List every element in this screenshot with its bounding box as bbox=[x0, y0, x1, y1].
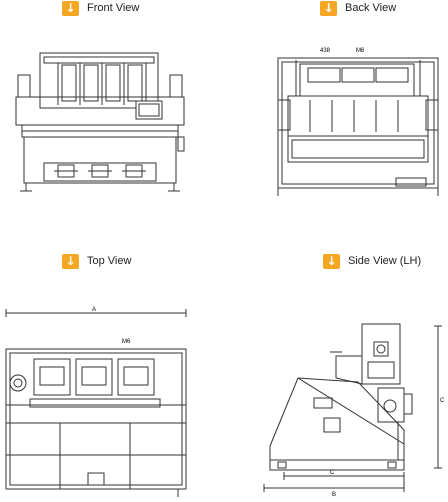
front-view-header: ↓ Front View bbox=[62, 0, 139, 16]
top-bolt-label: M6 bbox=[122, 339, 131, 345]
top-width-label: A bbox=[92, 307, 96, 313]
back-view-drawing: 438 M6 bbox=[277, 48, 439, 196]
front-view-drawing bbox=[15, 52, 185, 192]
top-view-title: Top View bbox=[87, 255, 132, 267]
back-bolt-label: M6 bbox=[356, 48, 365, 54]
side-view-drawing: C C B bbox=[263, 323, 445, 498]
arrow-down-icon: ↓ bbox=[62, 0, 79, 16]
arrow-down-icon: ↓ bbox=[320, 0, 337, 16]
front-view-title: Front View bbox=[87, 2, 140, 14]
back-dimension-label: 438 bbox=[320, 48, 331, 54]
back-view-title: Back View bbox=[345, 2, 397, 14]
side-view-title: Side View (LH) bbox=[348, 255, 422, 267]
back-view-header: ↓ Back View bbox=[320, 0, 396, 16]
side-view-header: ↓ Side View (LH) bbox=[323, 253, 421, 269]
top-view-drawing: A M6 bbox=[5, 307, 187, 497]
side-height-label: C bbox=[440, 398, 445, 404]
side-depth-label: C bbox=[330, 470, 335, 476]
arrow-down-icon: ↓ bbox=[62, 253, 79, 269]
arrow-down-icon: ↓ bbox=[323, 253, 340, 269]
top-view-header: ↓ Top View bbox=[62, 253, 131, 269]
side-total-label: B bbox=[332, 492, 336, 498]
